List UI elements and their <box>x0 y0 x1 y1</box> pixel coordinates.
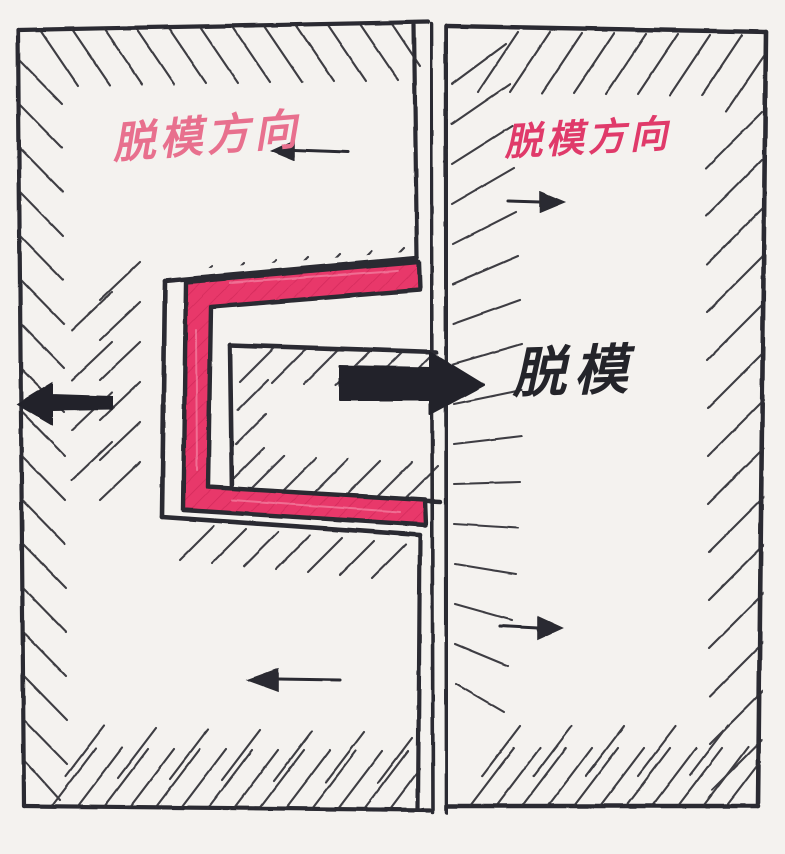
right-bottom-arrow <box>498 615 564 641</box>
right-mold-half <box>444 23 769 809</box>
left-outer-arrow <box>16 381 113 426</box>
left-bottom-arrow <box>245 667 342 693</box>
right-top-arrow <box>506 190 567 214</box>
left-top-arrow <box>269 139 350 162</box>
undercut-part-body <box>180 259 429 528</box>
parting-line <box>429 22 450 815</box>
right-mold-hatching <box>450 30 768 808</box>
left-mold-hatching <box>18 22 422 811</box>
right-demold-direction-label: 脱模方向 <box>503 113 673 165</box>
undercut-part <box>180 259 429 528</box>
left-mold-half <box>15 19 433 813</box>
center-demold-arrow <box>339 351 485 415</box>
center-demold-label: 脱模 <box>510 339 637 405</box>
